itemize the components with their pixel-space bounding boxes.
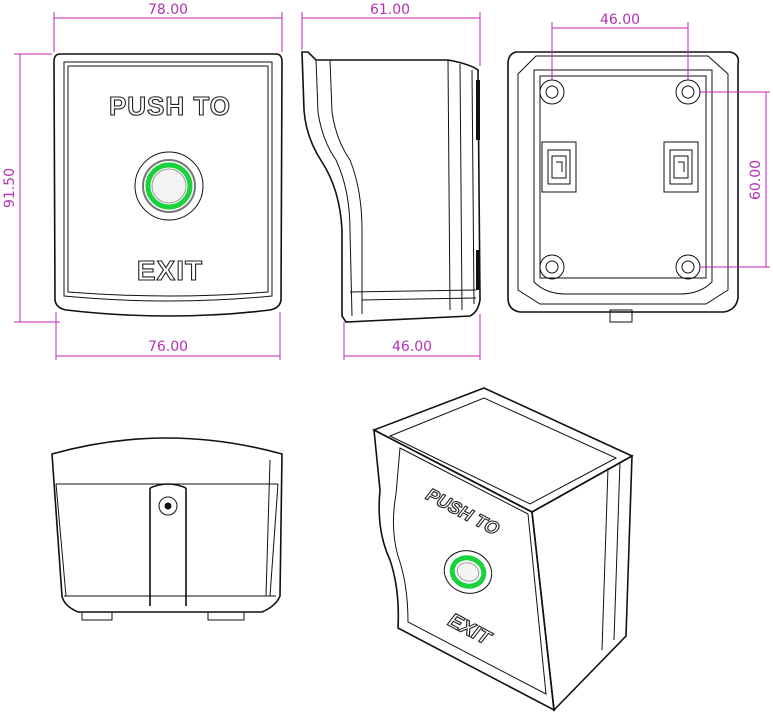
top-right-edge-2 [265,459,271,597]
iso-push-to-label: PUSH TO [422,485,505,538]
side-base-line-2 [361,297,477,301]
iso-top-face-inner [388,397,618,505]
back-mount-hole-bottom-right [675,254,701,280]
front-exit-label: EXIT [137,255,203,286]
top-screw-head [158,496,178,516]
iso-button [443,550,493,594]
iso-front-face [373,428,555,712]
dim-side-depth-bottom: 46.00 [392,339,432,355]
isometric-view: PUSH TO EXIT [372,387,634,712]
front-dimensions: 78.00 76.00 91.50 [2,2,283,360]
dim-back-hole-spacing-v: 60.00 [748,160,764,200]
side-outer-body [301,51,481,323]
top-base-feet [81,612,245,621]
back-inner-plate [533,69,713,295]
side-rear-edge-2 [459,63,463,311]
iso-exit-label: EXIT [443,611,496,650]
back-inner-plate-2 [539,75,707,279]
back-mount-hole-top-left [539,79,565,105]
top-right-edge [269,483,279,597]
back-cable-notch [609,309,633,323]
top-left-edge [55,483,67,597]
back-outer-body [507,51,740,313]
front-view: PUSH TO EXIT [53,53,283,317]
side-face-curve-2 [329,59,363,314]
top-mount-bracket [149,483,187,606]
side-rear-edge-1 [447,59,451,311]
front-led-ring [142,159,196,213]
top-view [51,437,283,621]
front-push-to-label: PUSH TO [109,91,231,121]
side-base-line [349,289,477,293]
front-button-bezel [134,151,204,221]
dim-front-width-top: 78.00 [148,2,188,18]
front-face-inner-edge [67,65,269,297]
front-face-plate [63,61,273,302]
back-dimensions: 46.00 60.00 [551,12,770,268]
side-rear-edge-3 [471,69,475,305]
front-push-button [151,168,187,204]
iso-right-edge-2 [601,467,609,651]
iso-right-edge-1 [613,461,621,641]
front-led-green-ring [145,162,193,210]
back-chamfer-frame [517,55,729,305]
back-terminal-left [541,141,577,193]
dim-side-depth-top: 61.00 [370,2,410,18]
side-dimensions: 61.00 46.00 [301,2,481,360]
top-screw-center [164,502,172,510]
dim-back-hole-spacing-h: 46.00 [600,12,640,28]
top-outer-body [51,437,283,613]
dim-front-width-bottom: 76.00 [148,339,188,355]
front-outer-body [53,53,283,317]
dim-front-height: 91.50 [2,168,18,208]
side-back-tab-bottom [476,250,480,290]
side-view [301,51,481,323]
back-mount-hole-bottom-left [539,254,565,280]
iso-front-plate [392,447,547,695]
back-terminal-right [663,141,699,193]
iso-right-face [531,454,633,712]
back-mount-hole-top-right [675,79,701,105]
side-face-curve-1 [315,59,353,317]
side-back-tab-top [476,80,480,140]
